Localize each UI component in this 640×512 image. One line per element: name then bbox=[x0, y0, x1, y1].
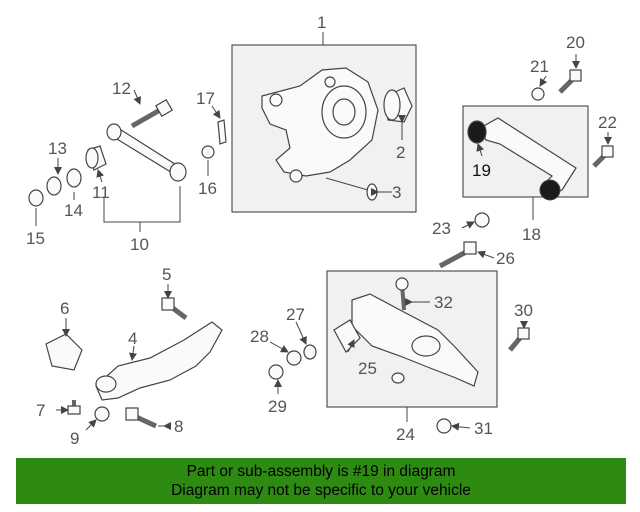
callout-8: 8 bbox=[174, 417, 183, 436]
trailing-arm-part[interactable] bbox=[95, 321, 223, 401]
callout-9: 9 bbox=[70, 429, 79, 448]
callout-1: 1 bbox=[317, 13, 326, 32]
bolt-30-part[interactable] bbox=[508, 327, 530, 352]
callout-4: 4 bbox=[128, 329, 137, 348]
callout-13: 13 bbox=[48, 139, 67, 158]
callout-23: 23 bbox=[432, 219, 451, 238]
callout-6: 6 bbox=[60, 299, 69, 318]
nut-15-part[interactable] bbox=[28, 189, 44, 207]
callout-31: 31 bbox=[474, 419, 493, 438]
callout-12: 12 bbox=[112, 79, 131, 98]
bolt-26-part[interactable] bbox=[438, 241, 477, 269]
knuckle-part[interactable] bbox=[261, 67, 379, 183]
callout-3: 3 bbox=[392, 183, 401, 202]
bolt-22-part[interactable] bbox=[592, 145, 614, 168]
washer-21-part[interactable] bbox=[531, 87, 545, 101]
callout-19: 19 bbox=[472, 161, 491, 180]
callout-15: 15 bbox=[26, 229, 45, 248]
callout-20: 20 bbox=[566, 33, 585, 52]
nut-29-part[interactable] bbox=[268, 364, 284, 380]
washer-13-part[interactable] bbox=[46, 176, 62, 196]
cotter-pin-part[interactable] bbox=[217, 119, 227, 145]
parts-diagram: 1 2 3 4 5 6 7 8 9 10 11 12 13 14 15 16 1… bbox=[26, 13, 617, 448]
callout-5: 5 bbox=[162, 265, 171, 284]
spacer-28-part[interactable] bbox=[286, 350, 302, 366]
callout-7: 7 bbox=[36, 401, 45, 420]
knuckle-bushing-part[interactable] bbox=[383, 87, 413, 123]
link-bushing-part[interactable] bbox=[85, 145, 107, 171]
bolt-20-part[interactable] bbox=[558, 69, 582, 94]
callout-22: 22 bbox=[598, 113, 617, 132]
callout-26: 26 bbox=[496, 249, 515, 268]
lower-control-arm-part[interactable] bbox=[351, 293, 479, 387]
washer-27-part[interactable] bbox=[303, 344, 317, 360]
highlight-banner: Part or sub-assembly is #19 in diagram D… bbox=[16, 458, 626, 504]
lateral-link-part[interactable] bbox=[106, 123, 187, 182]
callout-17: 17 bbox=[196, 89, 215, 108]
nut-31-part[interactable] bbox=[436, 418, 452, 434]
callout-30: 30 bbox=[514, 301, 533, 320]
nut-9-part[interactable] bbox=[94, 406, 110, 422]
bolt-8-part[interactable] bbox=[125, 407, 158, 429]
nut-23-part[interactable] bbox=[474, 212, 490, 228]
callout-24: 24 bbox=[396, 425, 415, 444]
callout-14: 14 bbox=[64, 201, 83, 220]
callout-27: 27 bbox=[286, 305, 305, 324]
callout-16: 16 bbox=[198, 179, 217, 198]
banner-line-1: Part or sub-assembly is #19 in diagram bbox=[186, 463, 456, 480]
callout-25: 25 bbox=[358, 359, 377, 378]
callout-28: 28 bbox=[250, 327, 269, 346]
callout-18: 18 bbox=[522, 225, 541, 244]
banner-line-2: Diagram may not be specific to your vehi… bbox=[171, 482, 471, 499]
nut-16-part[interactable] bbox=[201, 145, 215, 159]
callout-11: 11 bbox=[92, 183, 110, 202]
callout-2: 2 bbox=[396, 143, 405, 162]
link-bolt-12-part[interactable] bbox=[130, 98, 174, 129]
callout-32: 32 bbox=[434, 293, 453, 312]
bolt-7-part[interactable] bbox=[67, 400, 81, 415]
callout-29: 29 bbox=[268, 397, 287, 416]
upper-arm-bushing-19-part[interactable] bbox=[467, 120, 561, 201]
bolt-5-part[interactable] bbox=[161, 297, 188, 320]
bushing-6-part[interactable] bbox=[45, 333, 83, 371]
callout-10: 10 bbox=[130, 235, 149, 254]
callout-21: 21 bbox=[530, 57, 549, 76]
stabilizer-link-32-part[interactable] bbox=[395, 277, 409, 311]
spacer-14-part[interactable] bbox=[66, 168, 82, 188]
leader-lines bbox=[35, 32, 612, 431]
